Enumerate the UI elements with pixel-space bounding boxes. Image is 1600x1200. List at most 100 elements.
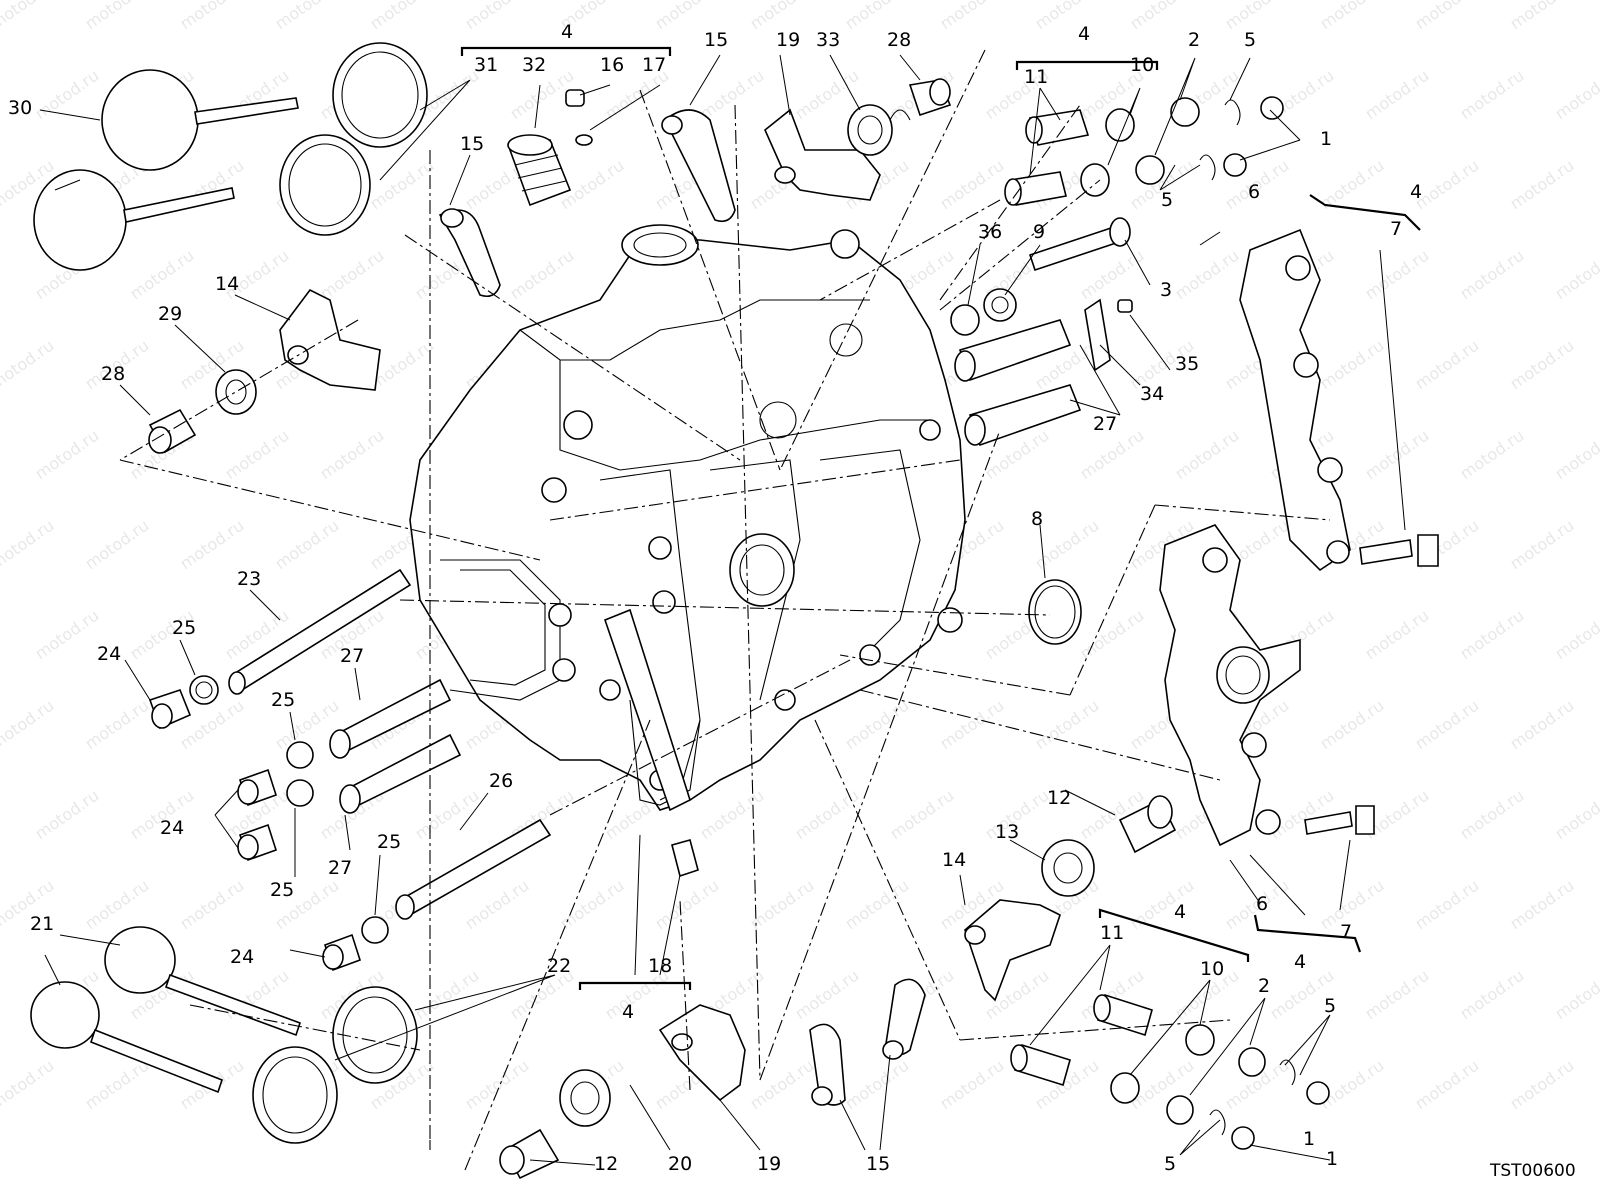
callout-5: 5 [1161, 189, 1173, 211]
watermark-text: motod.ru [271, 0, 342, 33]
watermark-text: motod.ru [1076, 606, 1147, 664]
watermark-text: motod.ru [176, 0, 247, 33]
watermark-text: motod.ru [81, 516, 152, 574]
watermark-text: motod.ru [1551, 426, 1600, 484]
watermark-text: motod.ru [1126, 0, 1197, 33]
callout-32: 32 [522, 54, 546, 76]
callout-16: 16 [600, 54, 624, 76]
callout-7: 7 [1340, 921, 1352, 943]
watermark-text: motod.ru [461, 0, 532, 33]
watermark-text: motod.ru [1316, 696, 1387, 754]
watermark-text: motod.ru [1316, 1056, 1387, 1114]
callout-27: 27 [328, 857, 352, 879]
callout-4: 4 [1294, 951, 1306, 973]
watermark-text: motod.ru [936, 156, 1007, 214]
callout-24: 24 [230, 946, 254, 968]
cylinder-head [409, 224, 966, 811]
rocker-assembly-top [764, 78, 952, 201]
callout-3: 3 [1160, 279, 1172, 301]
watermark-text: motod.ru [1076, 246, 1147, 304]
watermark-text: motod.ru [1506, 0, 1577, 33]
rocker-arm-15-a [438, 109, 736, 298]
watermark-text: motod.ru [1411, 876, 1482, 934]
watermark-text: motod.ru [1031, 0, 1102, 33]
watermark-text: motod.ru [221, 426, 292, 484]
callout-33: 33 [816, 29, 840, 51]
watermark-text: motod.ru [176, 696, 247, 754]
valve-guide-32 [507, 89, 593, 207]
watermark-text: motod.ru [1171, 246, 1242, 304]
watermark-text: motod.ru [1506, 516, 1577, 574]
watermark-text: motod.ru [936, 1056, 1007, 1114]
watermark-text: motod.ru [31, 426, 102, 484]
watermark-text: motod.ru [1411, 336, 1482, 394]
watermark-text: motod.ru [176, 876, 247, 934]
callout-4: 4 [1174, 901, 1186, 923]
callout-5: 5 [1244, 29, 1256, 51]
rocker-assembly-bottom [499, 1004, 746, 1180]
watermark-text: motod.ru [0, 696, 57, 754]
watermark-text: motod.ru [1506, 336, 1577, 394]
watermark-text: motod.ru [271, 516, 342, 574]
watermark-text: motod.ru [746, 1056, 817, 1114]
callout-11: 11 [1024, 66, 1048, 88]
callout-25: 25 [377, 831, 401, 853]
callout-23: 23 [237, 568, 261, 590]
watermark-text: motod.ru [0, 0, 57, 33]
callout-31: 31 [474, 54, 498, 76]
watermark-text: motod.ru [1456, 786, 1527, 844]
watermark-text: motod.ru [31, 786, 102, 844]
centerlines [119, 49, 1331, 1171]
callout-4: 4 [1410, 181, 1422, 203]
watermark-text: motod.ru [886, 786, 957, 844]
watermark-text: motod.ru [1361, 66, 1432, 124]
callout-26: 26 [489, 770, 513, 792]
callout-9: 9 [1033, 221, 1045, 243]
watermark-text: motod.ru [1411, 0, 1482, 33]
watermark-text: motod.ru [1031, 696, 1102, 754]
watermark-text: motod.ru [1506, 696, 1577, 754]
callout-4: 4 [1078, 23, 1090, 45]
watermark-text: motod.ru [1316, 0, 1387, 33]
watermark-text: motod.ru [0, 1056, 57, 1114]
watermark-text: motod.ru [506, 246, 577, 304]
callout-11: 11 [1100, 922, 1124, 944]
callout-1: 1 [1326, 1148, 1338, 1170]
callout-34: 34 [1140, 383, 1164, 405]
callout-18: 18 [648, 955, 672, 977]
callout-5: 5 [1164, 1153, 1176, 1175]
callout-10: 10 [1200, 958, 1224, 980]
watermark-text: motod.ru [461, 876, 532, 934]
watermark-text: motod.ru [1551, 606, 1600, 664]
callout-5: 5 [1324, 995, 1336, 1017]
callout-12: 12 [1047, 787, 1071, 809]
valve-train-bottom-right [1010, 993, 1330, 1150]
watermark-text: motod.ru [1456, 426, 1527, 484]
callout-21: 21 [30, 913, 54, 935]
watermark-text: motod.ru [1456, 606, 1527, 664]
callout-15: 15 [460, 133, 484, 155]
watermark-text: motod.ru [841, 696, 912, 754]
callout-7: 7 [1390, 218, 1402, 240]
watermark-text: motod.ru [651, 876, 722, 934]
watermark-text: motod.ru [791, 786, 862, 844]
watermark-text: motod.ru [1126, 876, 1197, 934]
watermark-text: motod.ru [696, 786, 767, 844]
watermark-text: motod.ru [461, 1056, 532, 1114]
watermark-text: motod.ru [1361, 606, 1432, 664]
watermark-text: motod.ru [1411, 696, 1482, 754]
callout-25: 25 [271, 689, 295, 711]
callout-28: 28 [101, 363, 125, 385]
callout-27: 27 [340, 645, 364, 667]
callout-8: 8 [1031, 508, 1043, 530]
callout-30: 30 [8, 97, 32, 119]
watermark-text: motod.ru [1456, 966, 1527, 1024]
watermark-text: motod.ru [841, 1056, 912, 1114]
watermark-text: motod.ru [366, 0, 437, 33]
callout-35: 35 [1175, 353, 1199, 375]
callout-2: 2 [1188, 29, 1200, 51]
watermark-text: motod.ru [746, 876, 817, 934]
watermark-text: motod.ru [176, 516, 247, 574]
callout-1: 1 [1320, 128, 1332, 150]
